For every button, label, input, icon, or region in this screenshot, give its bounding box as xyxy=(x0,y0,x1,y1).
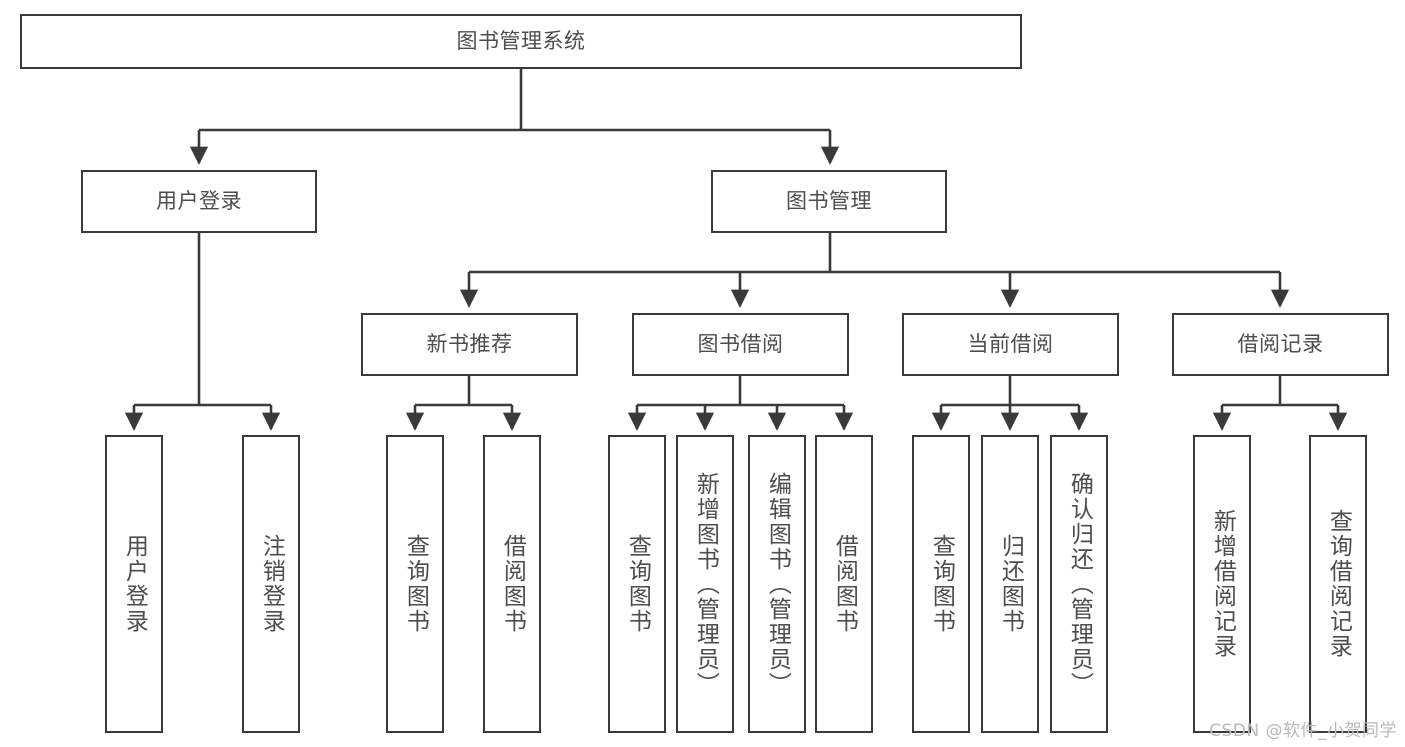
node-leaf-query-book-3-label: 查询图书 xyxy=(928,534,955,634)
node-user-login[interactable]: 用户登录 xyxy=(81,170,317,233)
node-leaf-add-book[interactable]: 新增图书（管理员） xyxy=(676,435,734,733)
node-leaf-add-record[interactable]: 新增借阅记录 xyxy=(1193,435,1251,733)
node-leaf-user-logout[interactable]: 注销登录 xyxy=(242,435,300,733)
node-leaf-edit-book-label: 编辑图书（管理员） xyxy=(764,471,791,697)
node-new-book-recommend[interactable]: 新书推荐 xyxy=(361,313,578,376)
node-leaf-borrow-book-2-label: 借阅图书 xyxy=(831,534,858,634)
node-root-label: 图书管理系统 xyxy=(456,28,586,53)
node-leaf-user-login-label: 用户登录 xyxy=(121,534,148,634)
node-borrow-record[interactable]: 借阅记录 xyxy=(1172,313,1389,376)
node-leaf-user-login[interactable]: 用户登录 xyxy=(105,435,163,733)
node-new-book-recommend-label: 新书推荐 xyxy=(426,331,513,356)
node-borrow-record-label: 借阅记录 xyxy=(1237,331,1324,356)
node-root[interactable]: 图书管理系统 xyxy=(20,14,1022,69)
node-leaf-confirm-return[interactable]: 确认归还（管理员） xyxy=(1050,435,1108,733)
node-book-borrow-label: 图书借阅 xyxy=(697,331,784,356)
node-leaf-return-book-label: 归还图书 xyxy=(997,534,1024,634)
node-book-borrow[interactable]: 图书借阅 xyxy=(632,313,849,376)
node-leaf-borrow-book-1[interactable]: 借阅图书 xyxy=(483,435,541,733)
node-leaf-borrow-book-2[interactable]: 借阅图书 xyxy=(815,435,873,733)
node-leaf-edit-book[interactable]: 编辑图书（管理员） xyxy=(748,435,806,733)
node-leaf-query-book-3[interactable]: 查询图书 xyxy=(912,435,970,733)
node-book-manage-label: 图书管理 xyxy=(786,188,872,213)
node-leaf-add-book-label: 新增图书（管理员） xyxy=(692,471,719,697)
node-current-borrow-label: 当前借阅 xyxy=(967,331,1054,356)
csdn-watermark: CSDN @软件_小贺同学 xyxy=(1209,721,1397,741)
node-leaf-query-book-1-label: 查询图书 xyxy=(402,534,429,634)
node-leaf-user-logout-label: 注销登录 xyxy=(258,534,285,634)
node-leaf-query-record[interactable]: 查询借阅记录 xyxy=(1309,435,1367,733)
node-leaf-query-book-2-label: 查询图书 xyxy=(624,534,651,634)
node-leaf-confirm-return-label: 确认归还（管理员） xyxy=(1066,471,1093,697)
node-current-borrow[interactable]: 当前借阅 xyxy=(902,313,1119,376)
node-user-login-label: 用户登录 xyxy=(156,188,242,213)
node-leaf-add-record-label: 新增借阅记录 xyxy=(1209,509,1236,659)
node-book-manage[interactable]: 图书管理 xyxy=(711,170,947,233)
node-leaf-return-book[interactable]: 归还图书 xyxy=(981,435,1039,733)
node-leaf-query-book-2[interactable]: 查询图书 xyxy=(608,435,666,733)
node-leaf-borrow-book-1-label: 借阅图书 xyxy=(499,534,526,634)
node-leaf-query-book-1[interactable]: 查询图书 xyxy=(386,435,444,733)
node-leaf-query-record-label: 查询借阅记录 xyxy=(1325,509,1352,659)
